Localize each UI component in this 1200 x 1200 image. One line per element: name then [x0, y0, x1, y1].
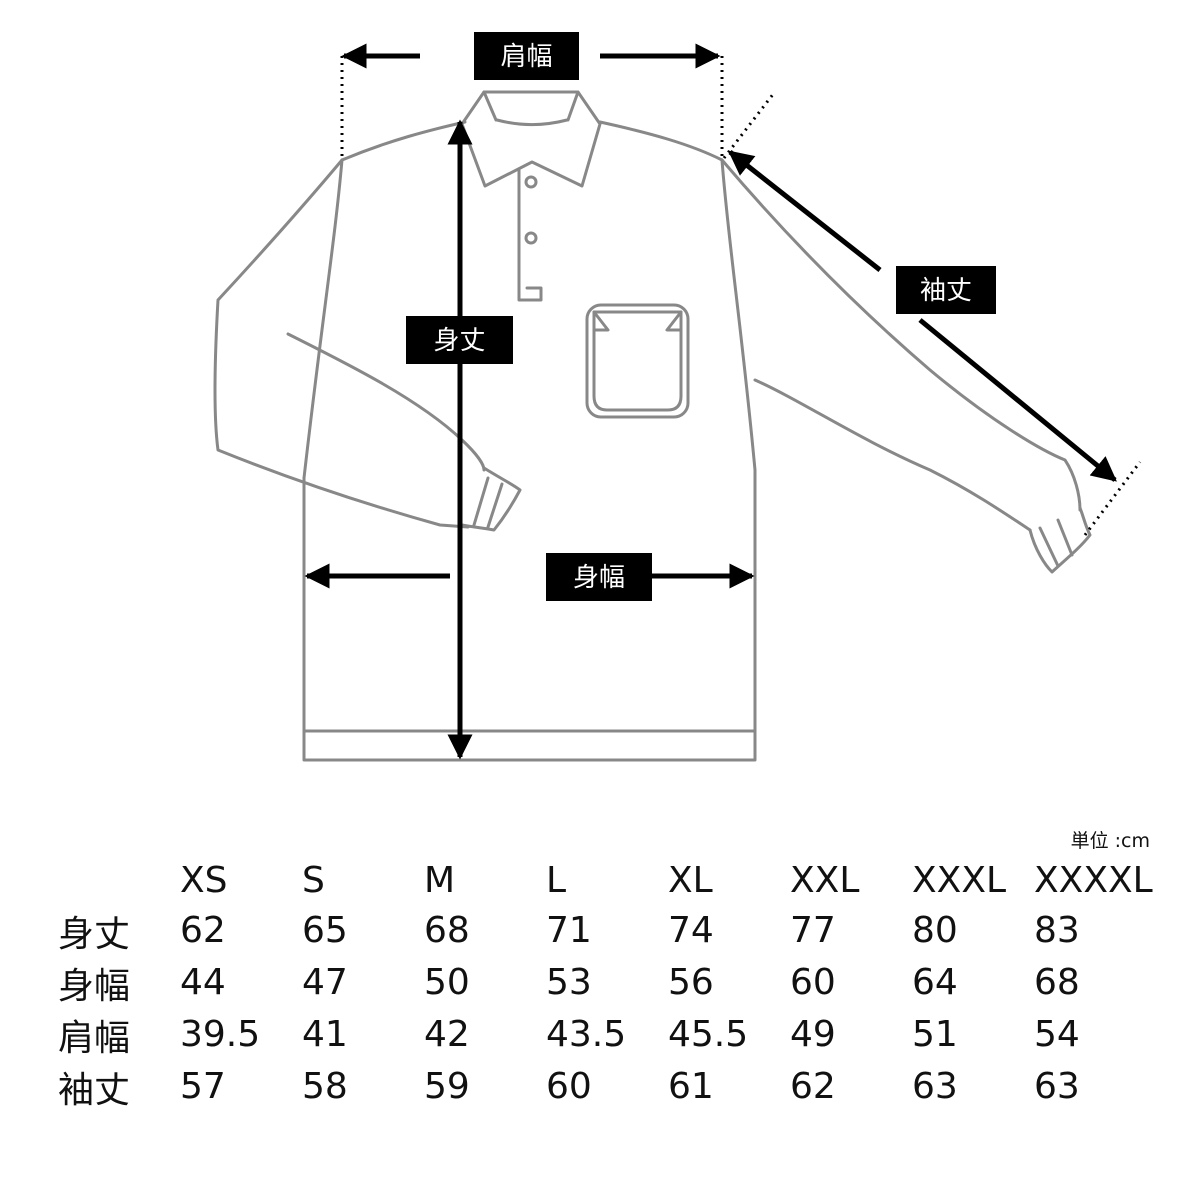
table-cell: 51	[912, 1014, 958, 1055]
size-header-row: XS S M L XL XXL XXXL XXXXL	[58, 856, 1156, 905]
table-cell: 83	[1034, 910, 1080, 951]
label-shoulder-width: 肩幅	[474, 32, 579, 80]
row-label: 肩幅	[58, 1017, 131, 1059]
shirt-shoulder-right	[598, 120, 724, 162]
shirt-shoulder-left	[340, 120, 467, 162]
shirt-placket	[517, 168, 543, 302]
svg-text:袖丈: 袖丈	[920, 276, 972, 306]
shirt-left-cuff	[460, 466, 522, 532]
size-header: XXL	[790, 859, 860, 901]
shirt-right-sleeve	[720, 158, 1082, 512]
table-row: 肩幅 39.5 41 42 43.5 45.5 49 51 54	[58, 1009, 1156, 1061]
row-label: 身丈	[58, 913, 131, 955]
shirt-button-1	[524, 175, 538, 189]
shirt-right-cuff	[1028, 506, 1092, 574]
table-cell: 47	[302, 962, 348, 1003]
shirt-collar	[460, 90, 602, 188]
svg-text:身丈: 身丈	[433, 326, 485, 356]
polo-shirt-outline	[213, 90, 1092, 762]
shirt-collar-fold	[482, 90, 580, 122]
row-label: 袖丈	[58, 1069, 131, 1111]
table-cell: 64	[912, 962, 958, 1003]
size-header: XXXXL	[1034, 859, 1153, 901]
size-header: XL	[668, 859, 713, 901]
label-body-length: 身丈	[406, 316, 513, 364]
table-cell: 59	[424, 1066, 470, 1107]
label-body-width: 身幅	[546, 553, 652, 601]
table-cell: 50	[424, 962, 470, 1003]
unit-label: 単位 :cm	[1070, 830, 1150, 852]
table-cell: 53	[546, 962, 592, 1003]
table-cell: 65	[302, 910, 348, 951]
table-cell: 68	[1034, 962, 1080, 1003]
size-header: XXXL	[912, 859, 1007, 901]
shirt-pocket-inner	[592, 310, 683, 412]
table-cell: 43.5	[546, 1014, 627, 1055]
table-row: 袖丈 57 58 59 60 61 62 63 63	[58, 1061, 1156, 1113]
size-header: M	[424, 859, 456, 901]
table-cell: 71	[546, 910, 592, 951]
shirt-right-sleeve-lower	[753, 378, 1032, 532]
measurement-guides	[340, 56, 1142, 536]
table-cell: 45.5	[668, 1014, 749, 1055]
table-cell: 74	[668, 910, 714, 951]
shirt-left-sleeve-inner	[286, 332, 486, 472]
shirt-button-2	[524, 231, 538, 245]
table-cell: 63	[912, 1066, 958, 1107]
table-row: 身丈 62 65 68 71 74 77 80 83	[58, 905, 1156, 957]
table-cell: 63	[1034, 1066, 1080, 1107]
table-cell: 60	[546, 1066, 592, 1107]
table-cell: 54	[1034, 1014, 1080, 1055]
table-cell: 68	[424, 910, 470, 951]
table-cell: 44	[180, 962, 226, 1003]
table-row: 身幅 44 47 50 53 56 60 64 68	[58, 957, 1156, 1009]
size-table: XS S M L XL XXL XXXL XXXXL 身丈 62 65 68 7…	[58, 856, 1156, 1113]
table-cell: 49	[790, 1014, 836, 1055]
table-cell: 57	[180, 1066, 226, 1107]
table-cell: 60	[790, 962, 836, 1003]
table-cell: 41	[302, 1014, 348, 1055]
size-header: L	[546, 859, 567, 901]
shirt-collar-band	[495, 118, 569, 126]
polo-shirt-diagram: 肩幅 身丈 袖丈 身幅	[213, 32, 1142, 762]
size-header: XS	[180, 859, 228, 901]
sleeve-length-arrow	[728, 150, 882, 272]
table-cell: 42	[424, 1014, 470, 1055]
svg-text:身幅: 身幅	[573, 563, 625, 593]
table-cell: 62	[790, 1066, 836, 1107]
shirt-pocket	[585, 303, 690, 419]
shirt-pocket-corners	[592, 310, 683, 332]
shirt-left-sleeve	[213, 158, 470, 529]
table-cell: 58	[302, 1066, 348, 1107]
label-sleeve-length: 袖丈	[896, 266, 996, 314]
measurement-arrows	[304, 43, 1117, 760]
size-header: S	[302, 859, 325, 901]
table-cell: 56	[668, 962, 714, 1003]
table-cell: 77	[790, 910, 836, 951]
table-cell: 39.5	[180, 1014, 261, 1055]
table-cell: 62	[180, 910, 226, 951]
row-label: 身幅	[58, 965, 131, 1007]
shirt-body-left-side	[302, 158, 757, 762]
svg-text:肩幅: 肩幅	[500, 42, 552, 72]
table-cell: 80	[912, 910, 958, 951]
table-cell: 61	[668, 1066, 714, 1107]
table-corner	[58, 856, 180, 905]
